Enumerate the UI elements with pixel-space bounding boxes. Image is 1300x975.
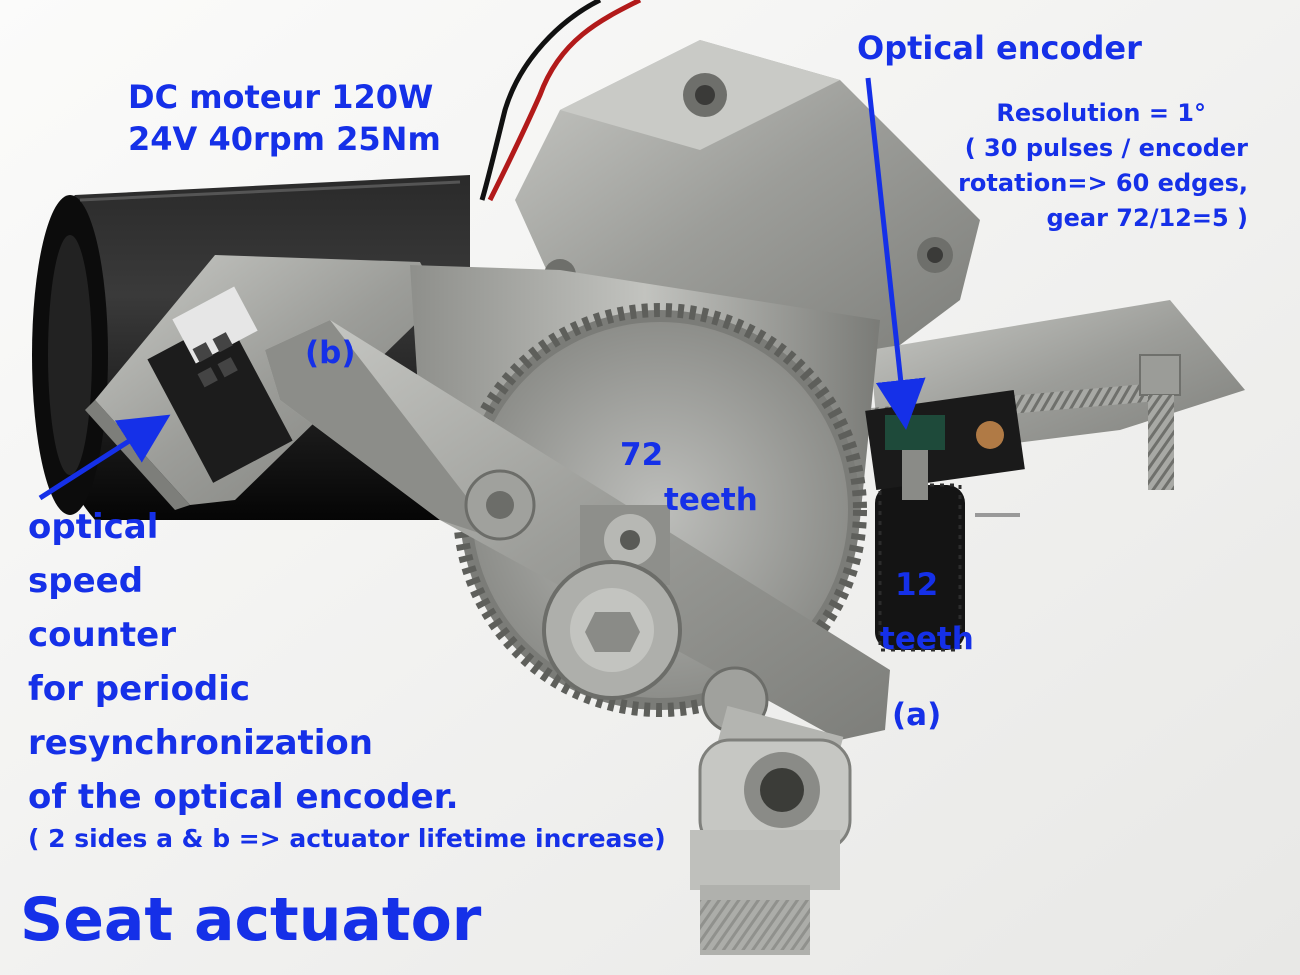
speed-line: counter xyxy=(28,615,177,655)
side-a-label: (a) xyxy=(892,697,942,733)
motor-spec-label: DC moteur 120W 24V 40rpm 25Nm xyxy=(128,76,441,160)
optical-speed-sensor xyxy=(147,286,293,483)
speed-line: resynchronization xyxy=(28,723,373,763)
page-title: Seat actuator xyxy=(20,885,482,955)
speed-counter-label: optical speed counter for periodic resyn… xyxy=(28,500,459,824)
resolution-line-3: rotation=> 60 edges, xyxy=(958,169,1248,197)
motor-spec-line-1: DC moteur 120W xyxy=(128,78,434,116)
encoder-arrow xyxy=(865,77,926,430)
speed-line: for periodic xyxy=(28,669,251,709)
big-gear-unit: teeth xyxy=(664,482,758,518)
black-wire xyxy=(479,0,602,201)
lever-arm xyxy=(265,320,890,740)
encoder-resolution-label: Resolution = 1° ( 30 pulses / encoder ro… xyxy=(958,96,1248,236)
resolution-line-4: gear 72/12=5 ) xyxy=(1046,204,1248,232)
speed-line: of the optical encoder. xyxy=(28,777,459,817)
small-gear-count: 12 xyxy=(895,567,939,603)
big-gear-count: 72 xyxy=(620,437,664,473)
speed-sensor-arrow xyxy=(38,414,171,501)
speed-line: speed xyxy=(28,561,144,601)
motor-spec-line-2: 24V 40rpm 25Nm xyxy=(128,120,441,158)
resolution-line-1: Resolution = 1° xyxy=(996,99,1206,127)
gearbox-housing xyxy=(515,40,980,360)
side-b-label: (b) xyxy=(305,335,356,371)
resolution-line-2: ( 30 pulses / encoder xyxy=(964,134,1248,162)
red-wire xyxy=(487,0,642,202)
speed-line: optical xyxy=(28,507,159,547)
small-gear-unit: teeth xyxy=(880,621,974,657)
rod-end xyxy=(690,705,852,955)
sides-note: ( 2 sides a & b => actuator lifetime inc… xyxy=(28,824,666,853)
arm-fasteners xyxy=(464,469,769,734)
encoder-title: Optical encoder xyxy=(857,29,1142,67)
